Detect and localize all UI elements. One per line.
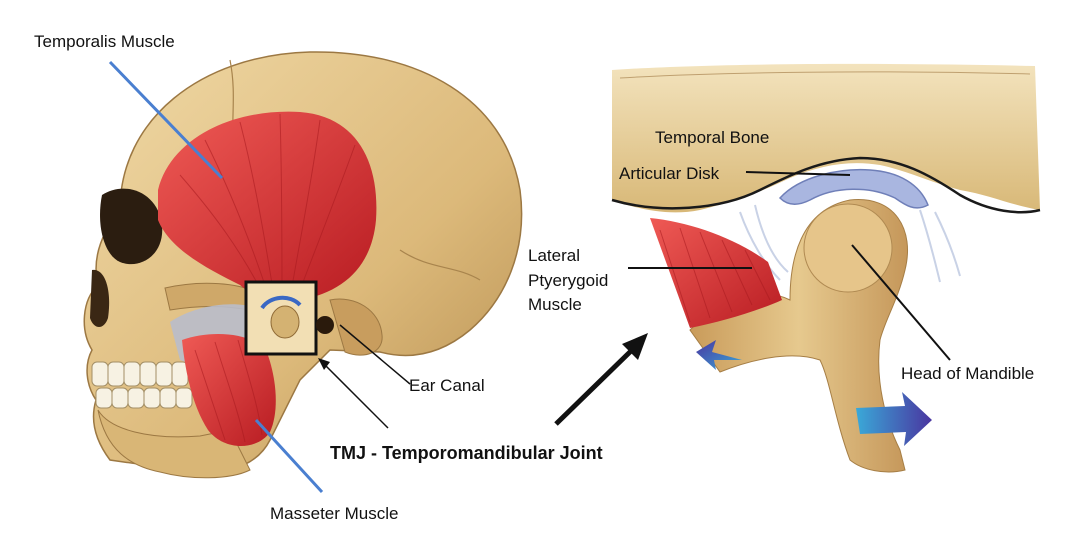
mandible bbox=[97, 409, 251, 479]
mastoid-process bbox=[329, 298, 383, 356]
zoom-arrow-shaft bbox=[554, 348, 634, 426]
masseter-pointer bbox=[254, 418, 324, 494]
label-temporalis-muscle: Temporalis Muscle bbox=[34, 32, 175, 51]
movement-arrow-rotation bbox=[856, 392, 932, 446]
skull-illustration bbox=[83, 51, 523, 479]
label-lateral-pterygoid-3: Muscle bbox=[528, 295, 582, 314]
lower-teeth bbox=[95, 387, 193, 409]
head-of-mandible-shape bbox=[803, 203, 893, 293]
zoom-arrow-head bbox=[622, 333, 648, 360]
ear-canal-pointer bbox=[339, 324, 411, 385]
lambdoid-suture bbox=[399, 249, 481, 281]
tmj-inset-disk bbox=[260, 295, 302, 310]
head-of-mandible-pointer bbox=[851, 244, 951, 361]
nasal-cavity bbox=[90, 269, 110, 327]
label-ear-canal: Ear Canal bbox=[409, 376, 485, 395]
ear-canal-opening bbox=[316, 316, 334, 334]
pterygoid-fibers bbox=[659, 227, 771, 323]
eye-socket bbox=[100, 188, 163, 265]
tmj-pointer-line bbox=[321, 361, 389, 429]
movement-arrow-forward bbox=[696, 340, 742, 370]
capsule-ligaments bbox=[739, 204, 961, 283]
temporalis-pointer bbox=[108, 60, 224, 180]
label-head-of-mandible: Head of Mandible bbox=[901, 364, 1035, 383]
label-tmj: TMJ - Temporomandibular Joint bbox=[330, 443, 603, 463]
tmj-pointer-arrowhead bbox=[318, 358, 330, 370]
joint-detail-illustration bbox=[611, 63, 1041, 473]
label-temporal-bone: Temporal Bone bbox=[655, 128, 770, 147]
temporalis-fibers bbox=[179, 113, 356, 299]
temporal-bone-edge bbox=[619, 71, 1031, 79]
label-articular-disk: Articular Disk bbox=[619, 164, 720, 183]
glenoid-fossa-outline bbox=[611, 156, 1041, 214]
upper-teeth bbox=[91, 361, 189, 387]
masseter-muscle bbox=[182, 334, 276, 446]
temporalis-muscle bbox=[158, 111, 377, 302]
label-lateral-pterygoid-1: Lateral bbox=[528, 246, 580, 265]
articular-disk bbox=[778, 168, 929, 209]
label-masseter-muscle: Masseter Muscle bbox=[270, 504, 399, 523]
tmj-inset-condyle bbox=[270, 305, 300, 339]
articular-disk-pointer bbox=[745, 171, 851, 176]
label-lateral-pterygoid-2: Ptyerygoid bbox=[528, 271, 609, 290]
temporal-bone bbox=[612, 63, 1040, 213]
